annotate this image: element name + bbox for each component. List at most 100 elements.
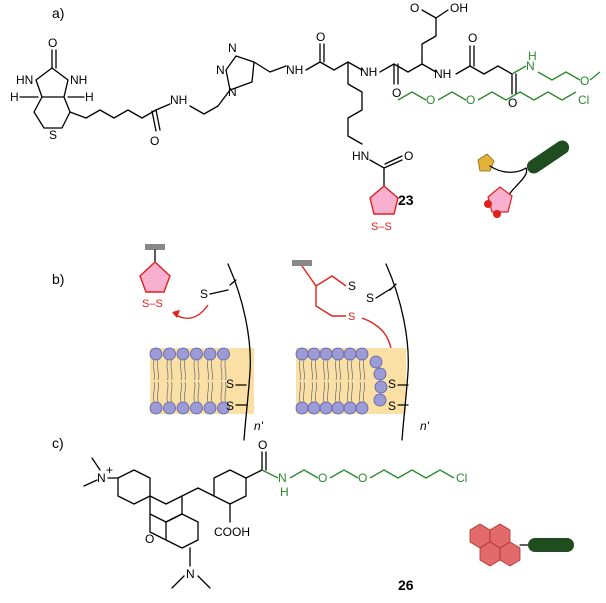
linker-o3: O [466, 93, 475, 107]
triazole-ring [225, 55, 255, 91]
lipid-tail [311, 381, 313, 403]
lipid-tail [311, 359, 313, 381]
lipid-tail [166, 381, 169, 403]
biotin-pentagon-icon [477, 153, 495, 172]
free-ss: S–S [142, 298, 163, 310]
biotin-carbonyl-o: O [48, 36, 57, 50]
thiolate-s-left: S [200, 287, 208, 301]
amide-o-5: O [468, 31, 477, 45]
amide-nh-4: NH [434, 67, 451, 81]
acid-o: O [410, 1, 419, 15]
linker-o2: O [426, 93, 435, 107]
lipid-tail [323, 359, 325, 381]
lipid-tail [351, 359, 353, 381]
lipid-head [331, 401, 345, 415]
linker-cl: Cl [578, 93, 589, 107]
lipid-tail [303, 359, 305, 381]
lipid-head [176, 347, 190, 361]
acid-oh: OH [450, 1, 468, 15]
lipid-head [163, 347, 176, 361]
linker-o1: O [580, 74, 589, 88]
lipid-tail [339, 359, 341, 381]
rhodamine-nplus: N [97, 471, 106, 485]
lipid-tail [193, 359, 196, 381]
halotag-rod-icon-2 [528, 538, 574, 552]
dithiolane-cartoon-icon [487, 186, 513, 213]
gray-cargo-bar-icon [145, 244, 165, 250]
lipid-head [355, 347, 369, 361]
biotin-s: S [49, 128, 57, 142]
lipid-tail [211, 381, 213, 403]
peg-cl: Cl [456, 471, 467, 485]
linker-nh: N [526, 59, 535, 73]
rhodamine-o: O [145, 532, 154, 546]
compound-23-label: 23 [398, 192, 414, 208]
lipid-head [319, 347, 333, 361]
lipid-tail [335, 359, 337, 381]
lipid-tail [184, 381, 186, 403]
lipid-tail [299, 359, 301, 381]
lipid-head [149, 347, 163, 361]
lipid-head [163, 401, 176, 415]
lipid-head [295, 347, 309, 361]
n-prime-left: n' [254, 419, 264, 433]
lipid-tail [170, 359, 173, 381]
panel-label-a: a) [52, 5, 64, 21]
n-prime-right: n' [420, 419, 430, 433]
amide-nh-3: NH [360, 65, 377, 79]
amide-nh-1: NH [170, 93, 187, 107]
lipid-tail [347, 381, 349, 403]
lipid-head [295, 401, 309, 415]
benzamide-h: H [280, 485, 289, 499]
linker-h: H [528, 49, 537, 63]
lipid-head-cap [374, 380, 388, 394]
biotin-core [19, 49, 87, 129]
dithiolane-ss: S–S [371, 221, 392, 233]
amide-o-1: O [150, 134, 159, 148]
lipid-tail [166, 359, 169, 381]
lipid-tail [207, 381, 209, 403]
membrane-s2-right: S [388, 399, 396, 413]
gray-cargo-bar-icon-2 [292, 260, 312, 266]
lipid-tail [180, 381, 182, 403]
amide-o-2: O [316, 30, 325, 44]
lipid-tail [220, 359, 223, 381]
lipid-tail [211, 359, 213, 381]
amide-o-4: O [404, 149, 413, 163]
lipid-tail [220, 381, 223, 403]
lipid-tail [170, 381, 173, 403]
rhodamine-core [117, 469, 247, 549]
lipid-head [217, 401, 230, 415]
lipid-tail [197, 359, 200, 381]
amide-o-3: O [392, 86, 401, 100]
lipid-tail [153, 381, 155, 403]
lipid-tail [184, 359, 186, 381]
lipid-tail [359, 359, 361, 381]
lipid-tail [157, 381, 159, 403]
amide-nh-2: NH [286, 63, 303, 77]
right-s-2: S [366, 291, 374, 305]
halotag-rod-icon [526, 140, 570, 174]
lipid-tail [363, 381, 365, 403]
free-dithiolane-icon [139, 261, 171, 293]
lipid-head [355, 401, 369, 415]
lipid-tail [193, 381, 196, 403]
lipid-tail [339, 381, 341, 403]
lipid-head [149, 401, 163, 415]
lipid-tail [224, 381, 227, 403]
lipid-head [190, 401, 203, 415]
panel-label-c: c) [52, 435, 64, 451]
lipid-head [331, 347, 345, 361]
lipids-left [149, 347, 230, 415]
rhodamine-plus: + [106, 463, 113, 477]
triazole-n3: N [228, 41, 237, 55]
lipid-tail [335, 381, 337, 403]
lipid-head [190, 347, 203, 361]
lipid-head [203, 401, 217, 415]
lipid-head [343, 347, 357, 361]
amide-hn-5: HN [352, 149, 369, 163]
lipid-tail [180, 359, 182, 381]
peg-o2: O [358, 471, 367, 485]
lipid-head-cap [373, 393, 387, 407]
lipids-right [295, 347, 388, 415]
